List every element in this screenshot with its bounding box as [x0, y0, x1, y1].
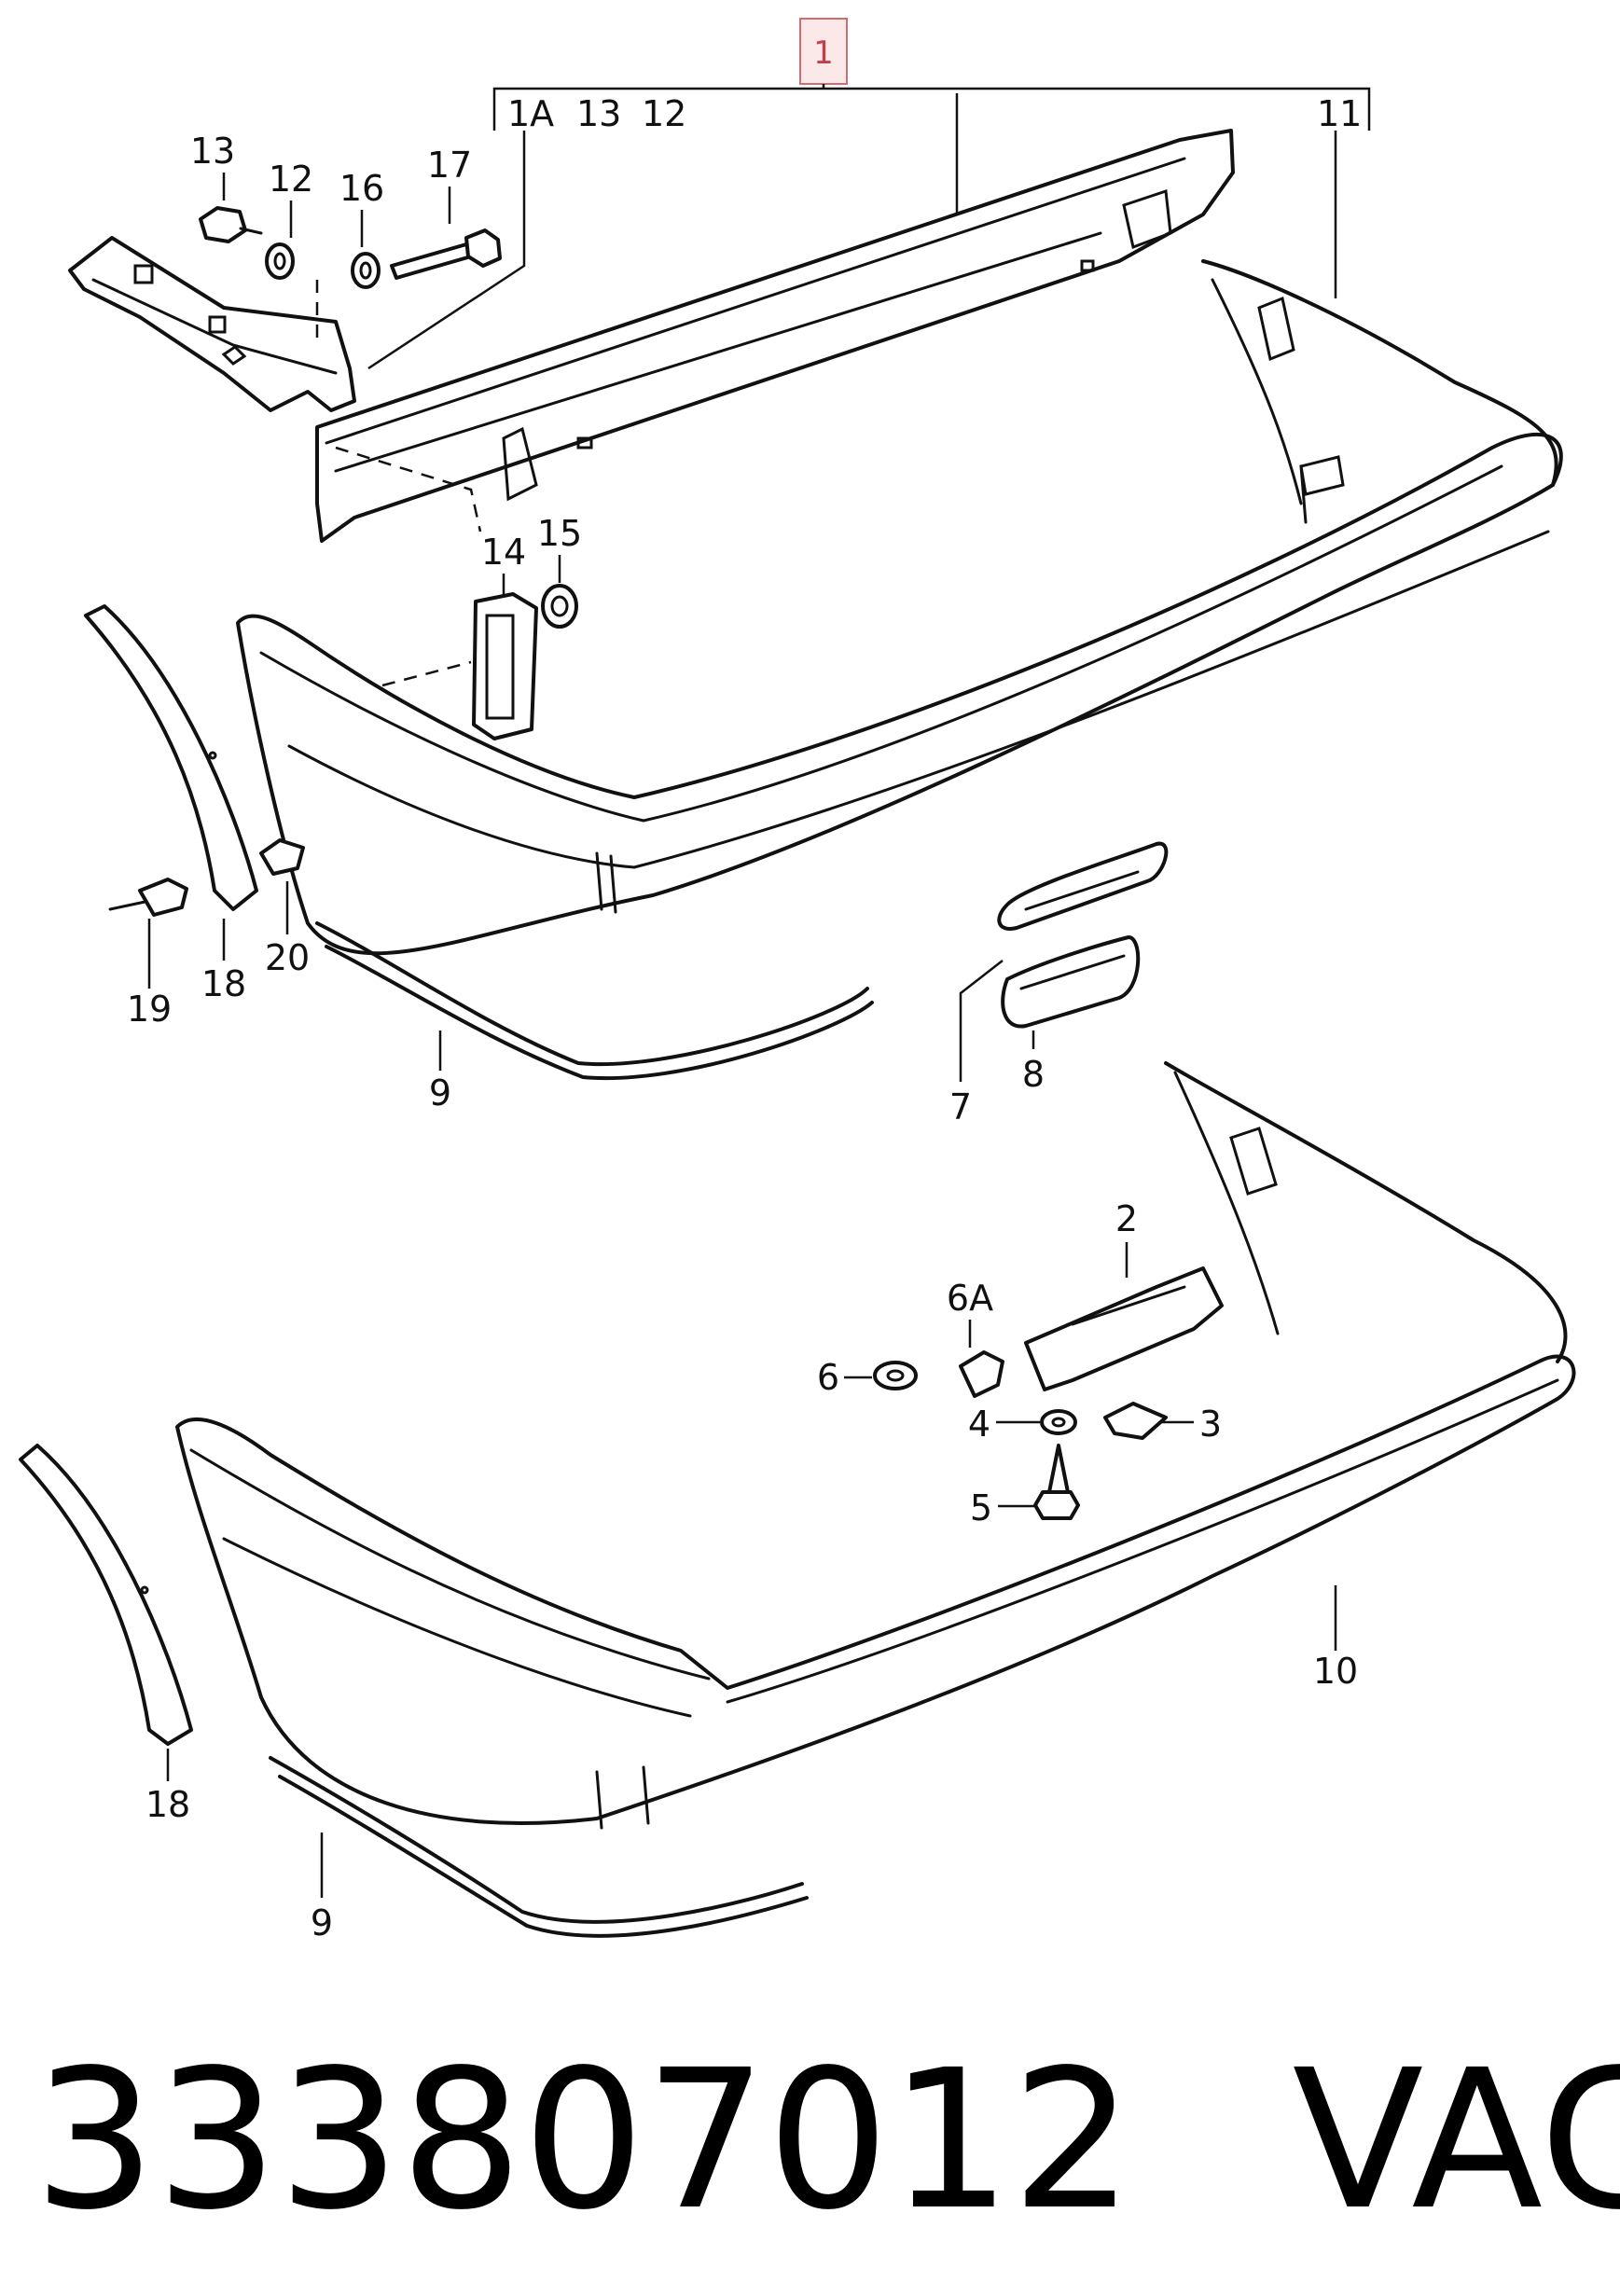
callout-17[interactable]: 17 — [427, 145, 472, 186]
clip-3[interactable] — [1103, 1402, 1168, 1440]
bumper-exploded-diagram: 1 1A 13 12 11 13 12 16 — [19, 18, 1576, 1943]
leader-7 — [959, 960, 1004, 1082]
callout-12[interactable]: 12 — [269, 159, 313, 200]
guide-14[interactable] — [472, 592, 538, 740]
bumper-cover-upper — [236, 259, 1563, 956]
part-number: 333807012 — [34, 2028, 1134, 2252]
light-housing-7[interactable] — [997, 841, 1169, 931]
group-label-1A: 1A — [507, 93, 554, 134]
mount-bracket-2[interactable] — [1024, 1266, 1224, 1391]
callout-15[interactable]: 15 — [537, 513, 582, 554]
washer-4[interactable] — [1040, 1409, 1077, 1435]
callout-3[interactable]: 3 — [1199, 1404, 1222, 1445]
callout-9-lower[interactable]: 9 — [311, 1902, 333, 1943]
bolt-17[interactable] — [390, 228, 502, 280]
trim-strip-9-lower — [269, 1756, 809, 1938]
callout-14[interactable]: 14 — [481, 532, 526, 573]
brand-name: VAG — [1292, 2028, 1620, 2252]
bumper-cover-lower — [175, 1061, 1576, 1830]
callout-6[interactable]: 6 — [817, 1357, 839, 1398]
group-label-11: 11 — [1317, 93, 1362, 134]
screw-6A[interactable] — [959, 1350, 1004, 1398]
group-label-12: 12 — [642, 93, 686, 134]
callout-18-upper[interactable]: 18 — [201, 963, 246, 1004]
callout-6A[interactable]: 6A — [947, 1278, 993, 1319]
plug-15[interactable] — [541, 584, 578, 629]
side-mount-bracket — [68, 236, 356, 412]
callout-13[interactable]: 13 — [190, 131, 235, 172]
washer-16[interactable] — [351, 252, 381, 289]
svg-text:1: 1 — [813, 35, 834, 72]
group-bracket — [492, 84, 1371, 131]
washer-12[interactable] — [265, 242, 295, 280]
wheel-arch-trim-18-upper — [84, 604, 258, 911]
callout-20[interactable]: 20 — [265, 937, 310, 978]
callout-2[interactable]: 2 — [1115, 1198, 1138, 1239]
callout-5[interactable]: 5 — [970, 1487, 992, 1528]
screw-5[interactable] — [1033, 1444, 1080, 1520]
trim-strip-9-upper — [315, 921, 874, 1081]
guide-dash-bracket — [335, 446, 482, 533]
guide-dash-14 — [381, 660, 472, 687]
clip-19[interactable] — [108, 878, 188, 917]
callout-9-upper[interactable]: 9 — [429, 1072, 451, 1113]
part-number-footer: 333807012 VAG — [34, 2028, 1620, 2252]
bolt-13[interactable] — [199, 206, 263, 243]
callout-10[interactable]: 10 — [1313, 1651, 1358, 1692]
callout-19[interactable]: 19 — [127, 989, 172, 1030]
rivet-20[interactable] — [259, 838, 305, 876]
group-label-13: 13 — [576, 93, 621, 134]
callout-4[interactable]: 4 — [968, 1404, 990, 1445]
callout-18-lower[interactable]: 18 — [145, 1784, 190, 1825]
light-lens-8[interactable] — [1001, 935, 1141, 1029]
callout-8[interactable]: 8 — [1022, 1054, 1045, 1095]
nut-6[interactable] — [873, 1361, 918, 1390]
callout-7[interactable]: 7 — [949, 1086, 972, 1127]
wheel-arch-trim-18-lower — [19, 1444, 193, 1746]
leader-1A — [367, 131, 526, 370]
bumper-reinforcement — [315, 129, 1235, 543]
callout-16[interactable]: 16 — [339, 168, 384, 209]
callout-1[interactable]: 1 — [799, 18, 848, 85]
